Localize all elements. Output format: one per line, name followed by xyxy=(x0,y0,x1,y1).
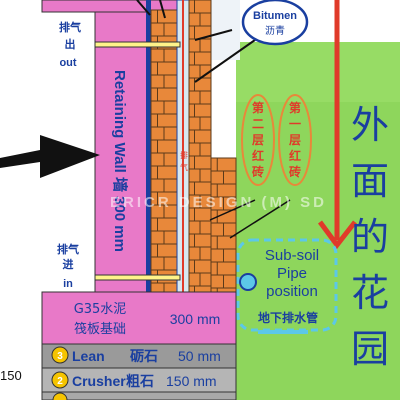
svg-text:红: 红 xyxy=(252,148,264,163)
bitumen-en: Bitumen xyxy=(253,10,297,22)
svg-text:Sub-soil: Sub-soil xyxy=(265,247,319,264)
svg-text:层: 层 xyxy=(289,133,301,147)
svg-text:面: 面 xyxy=(351,159,389,203)
svg-text:第: 第 xyxy=(289,100,301,115)
raft-slab-label: G35水泥 xyxy=(74,302,127,317)
waterproof-membrane xyxy=(146,0,151,292)
crusher-thickness: 150 mm xyxy=(166,373,217,389)
svg-text:进: 进 xyxy=(63,257,74,271)
svg-text:砖: 砖 xyxy=(252,164,264,179)
lean-label: Lean xyxy=(72,348,105,364)
lean-number: 3 xyxy=(57,351,63,362)
lean-layer xyxy=(41,343,237,369)
svg-text:Pipe: Pipe xyxy=(277,265,307,282)
vent-out-zh-2: 出 xyxy=(65,37,76,51)
svg-text:的: 的 xyxy=(351,215,389,259)
svg-text:层: 层 xyxy=(252,133,264,147)
red-arrow xyxy=(317,0,357,250)
crusher-number: 2 xyxy=(57,376,63,387)
svg-text:二: 二 xyxy=(252,117,264,131)
cavity-vent-zh: 排 xyxy=(180,150,188,160)
vent-in-en: in xyxy=(63,278,73,290)
bitumen-zh: 沥青 xyxy=(265,24,285,37)
inner-brick-layer xyxy=(150,9,178,293)
vent-out-zh: 排气 xyxy=(59,20,81,34)
lean-number-badge xyxy=(51,346,69,364)
svg-text:position: position xyxy=(266,283,318,300)
subsoil-pipe-zh: 地下排水管 xyxy=(258,310,318,325)
raft-slab xyxy=(41,291,237,345)
vent-in-zh: 排气 xyxy=(57,242,79,256)
second-layer-callout xyxy=(241,94,275,186)
svg-text:筏板基础: 筏板基础 xyxy=(74,321,126,337)
svg-text:气: 气 xyxy=(180,162,188,172)
left-dimension: 150 xyxy=(0,368,22,383)
outer-brick-layer xyxy=(188,0,237,293)
lean-zh: 砺石 xyxy=(130,349,158,365)
black-arrow xyxy=(0,135,100,178)
svg-text:砖: 砖 xyxy=(289,164,301,179)
first-layer-callout xyxy=(278,94,312,186)
vent-out-pipe xyxy=(94,41,181,48)
svg-text:花: 花 xyxy=(351,271,389,315)
bitumen-callout xyxy=(241,0,309,46)
svg-text:外: 外 xyxy=(351,103,389,147)
crusher-number-badge xyxy=(51,371,69,389)
svg-text:第: 第 xyxy=(252,100,264,115)
subsoil-pipe xyxy=(239,273,257,291)
vent-in-pipe xyxy=(94,274,181,281)
svg-text:园: 园 xyxy=(351,327,389,371)
svg-text:排气: 排气 xyxy=(59,20,81,34)
crusher-label: Crusher xyxy=(72,373,126,389)
lean-thickness: 50 mm xyxy=(178,348,221,364)
watermark: ERICR DESIGN (M) SD xyxy=(110,194,327,211)
svg-text:一: 一 xyxy=(289,117,301,131)
svg-text:红: 红 xyxy=(289,148,301,163)
crusher-zh: 粗石 xyxy=(126,373,154,390)
vent-out-en: out xyxy=(59,57,76,69)
raft-thickness: 300 mm xyxy=(170,311,221,327)
retaining-wall-label: Retaining Wall 墙 300 mm xyxy=(111,70,129,252)
